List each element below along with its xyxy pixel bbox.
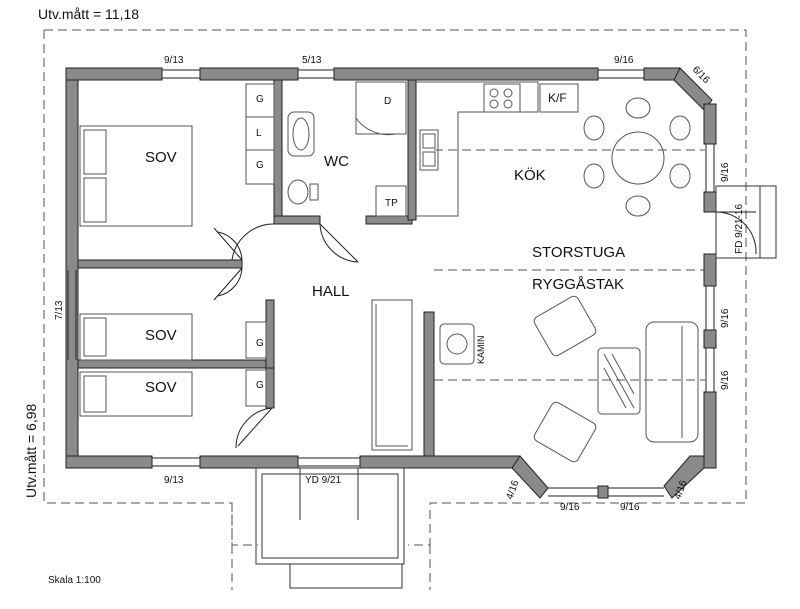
room-storstuga: STORSTUGA (532, 244, 625, 261)
label-tp: TP (385, 198, 398, 209)
fridge (539, 83, 579, 113)
window-top-kok: 9/16 (614, 55, 634, 66)
wardrobes (245, 83, 275, 407)
exterior-walls (65, 67, 717, 499)
room-kok: KÖK (514, 166, 546, 184)
double-bed-1 (79, 125, 193, 227)
room-ryggastak: RYGGÅSTAK (532, 276, 624, 293)
room-sov-2: SOV (145, 327, 177, 344)
bed-2 (79, 313, 193, 361)
window-bottom-2: 9/16 (620, 502, 640, 513)
entrance-porch (255, 467, 405, 589)
side-deck (715, 185, 777, 259)
window-corner-bl: 4/16 (504, 479, 521, 501)
sink (287, 111, 315, 157)
window-right-mid: 9/16 (720, 308, 731, 328)
label-g-4: G (256, 380, 264, 391)
window-bottom-sov: 9/13 (164, 475, 184, 486)
kitchen-sink (419, 129, 439, 171)
window-right-low: 9/16 (720, 370, 731, 390)
window-top-sov: 9/13 (164, 55, 184, 66)
living-furniture (439, 295, 699, 463)
room-wc: WC (324, 153, 349, 170)
window-right-kok: 9/16 (720, 162, 731, 182)
window-openings (67, 69, 715, 497)
stair-unit (371, 299, 413, 451)
sofa (645, 321, 699, 443)
room-sov-1: SOV (145, 149, 177, 166)
dining-table (583, 97, 691, 217)
label-d: D (384, 96, 391, 107)
roof-outline (43, 29, 747, 590)
window-top-wc: 5/13 (302, 55, 322, 66)
label-kamin: KAMIN (476, 335, 486, 364)
label-g-2: G (256, 160, 264, 171)
label-g-1: G (256, 94, 264, 105)
kitchen-fixtures (416, 81, 579, 217)
label-l: L (256, 128, 262, 139)
stove (483, 83, 521, 113)
room-hall: HALL (312, 283, 350, 300)
door-yd: YD 9/21 (305, 475, 342, 486)
door-swings (213, 211, 757, 449)
wc-fixtures (287, 81, 407, 217)
window-bottom-1: 9/16 (560, 502, 580, 513)
bed-3 (79, 371, 193, 417)
room-sov-3: SOV (145, 379, 177, 396)
width-dimension: Utv.mått = 11,18 (38, 6, 139, 22)
coffee-table (597, 347, 641, 415)
depth-dimension: Utv.mått = 6,98 (23, 404, 39, 498)
door-fd: FD 9/21-16 (734, 204, 745, 254)
scale-label: Skala 1:100 (48, 575, 101, 586)
beds (79, 125, 193, 417)
label-kf: K/F (548, 91, 567, 105)
toilet (287, 179, 309, 205)
tp-cabinet (375, 185, 407, 217)
interior-walls (77, 79, 435, 457)
armchair-2 (533, 401, 597, 463)
stove-kamin (439, 323, 475, 365)
armchair-1 (533, 295, 597, 357)
label-g-3: G (256, 338, 264, 349)
window-left-sov: 7/13 (54, 300, 65, 320)
